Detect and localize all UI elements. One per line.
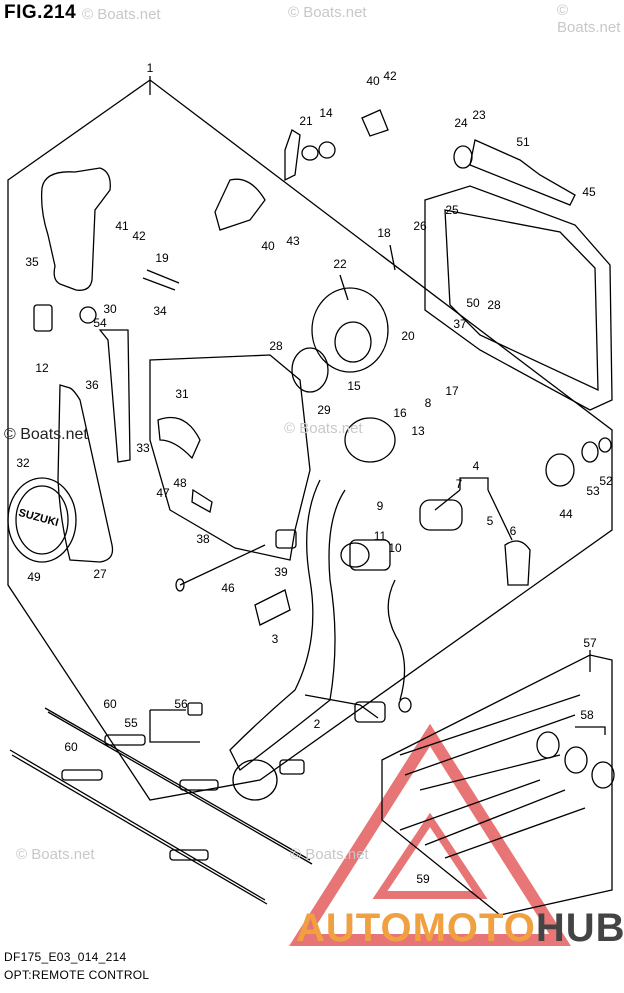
callout-number: 20 <box>401 329 415 343</box>
figure-title: FIG.214 <box>4 2 77 23</box>
brand-part-2: HUB <box>535 906 624 950</box>
callout-number: 8 <box>425 396 432 410</box>
figure-description: OPT:REMOTE CONTROL <box>4 968 150 982</box>
watermark: © Boats.net <box>4 426 88 443</box>
callout-number: 47 <box>156 486 170 500</box>
callout-number: 4 <box>473 459 480 473</box>
brand-part-1: AUTOMOTO <box>296 906 536 950</box>
trim-plate <box>98 329 131 463</box>
callout-number: 50 <box>466 296 480 310</box>
callout-number: 45 <box>582 185 596 199</box>
spacer <box>545 453 575 487</box>
callout-number: 44 <box>559 507 573 521</box>
callout-number: 40 <box>261 239 275 253</box>
callout-number: 48 <box>173 476 187 490</box>
callout-number: 3 <box>272 632 279 646</box>
callout-number: 46 <box>221 581 235 595</box>
callout-number: 40 <box>366 74 380 88</box>
watermark: © Boats.net <box>16 846 95 863</box>
callout-number: 2 <box>314 717 321 731</box>
callout-number: 38 <box>196 532 210 546</box>
watermark: © Boats.net <box>284 420 363 437</box>
callout-number: 27 <box>93 567 107 581</box>
callout-number: 24 <box>454 116 468 130</box>
callout-number: 6 <box>510 524 517 538</box>
key-switch <box>419 499 463 531</box>
callout-number: 53 <box>586 484 600 498</box>
wiring-harness <box>229 479 346 771</box>
callout-number: 1 <box>147 61 154 75</box>
callout-number: 26 <box>413 219 427 233</box>
side-plate <box>424 185 613 411</box>
callout-number: 39 <box>274 565 288 579</box>
watermark: © Boats.net <box>288 4 367 21</box>
callout-number: 33 <box>136 441 150 455</box>
watermark: © Boats.net <box>557 2 621 36</box>
callout-number: 42 <box>383 69 397 83</box>
callout-number: 49 <box>27 570 41 584</box>
callout-number: 60 <box>64 740 78 754</box>
callout-number: 56 <box>174 697 188 711</box>
callout-number: 19 <box>155 251 169 265</box>
watermark: © Boats.net <box>82 6 161 23</box>
callout-number: 58 <box>580 708 594 722</box>
callout-number: 21 <box>299 114 313 128</box>
callout-number: 37 <box>453 317 467 331</box>
callout-number: 16 <box>393 406 407 420</box>
callout-number: 54 <box>93 316 107 330</box>
callout-number: 17 <box>445 384 459 398</box>
callout-number: 60 <box>103 697 117 711</box>
callout-number: 25 <box>445 203 459 217</box>
cover-disc <box>7 477 77 563</box>
watermark: © Boats.net <box>290 846 369 863</box>
callout-number: 28 <box>487 298 501 312</box>
callout-number: 51 <box>516 135 530 149</box>
callout-number: 15 <box>347 379 361 393</box>
callout-number: 42 <box>132 229 146 243</box>
warning-buzzer <box>344 417 396 463</box>
brand-logo: AUTOMOTOHUB <box>296 906 624 951</box>
callout-number: 59 <box>416 872 430 886</box>
housing-body <box>149 354 311 561</box>
callout-number: 30 <box>103 302 117 316</box>
callout-number: 35 <box>25 255 39 269</box>
callout-number: 31 <box>175 387 189 401</box>
callout-number: 28 <box>269 339 283 353</box>
figure-code: DF175_E03_014_214 <box>4 950 127 964</box>
bracket <box>157 416 201 460</box>
callout-number: 7 <box>456 477 463 491</box>
gear-plate <box>311 287 389 373</box>
callout-number: 12 <box>35 361 49 375</box>
callout-number: 52 <box>599 474 613 488</box>
assembly-frame <box>7 79 613 801</box>
callout-number: 55 <box>124 716 138 730</box>
callout-number: 34 <box>153 304 167 318</box>
callout-number: 5 <box>487 514 494 528</box>
callout-number: 11 <box>374 529 387 543</box>
callout-number: 29 <box>317 403 331 417</box>
callout-number: 9 <box>377 499 384 513</box>
callout-number: 13 <box>411 424 425 438</box>
callout-number: 14 <box>319 106 333 120</box>
callout-number: 57 <box>583 636 597 650</box>
callout-number: 18 <box>377 226 391 240</box>
callout-number: 10 <box>388 541 402 555</box>
callout-number: 23 <box>472 108 486 122</box>
callout-number: 41 <box>115 219 129 233</box>
handle <box>40 167 111 291</box>
callout-number: 22 <box>333 257 347 271</box>
lever-arm <box>57 384 114 563</box>
callout-number: 36 <box>85 378 99 392</box>
triangle-logo-watermark <box>289 723 571 946</box>
callout-number: 43 <box>286 234 300 248</box>
callout-number: 32 <box>16 456 30 470</box>
